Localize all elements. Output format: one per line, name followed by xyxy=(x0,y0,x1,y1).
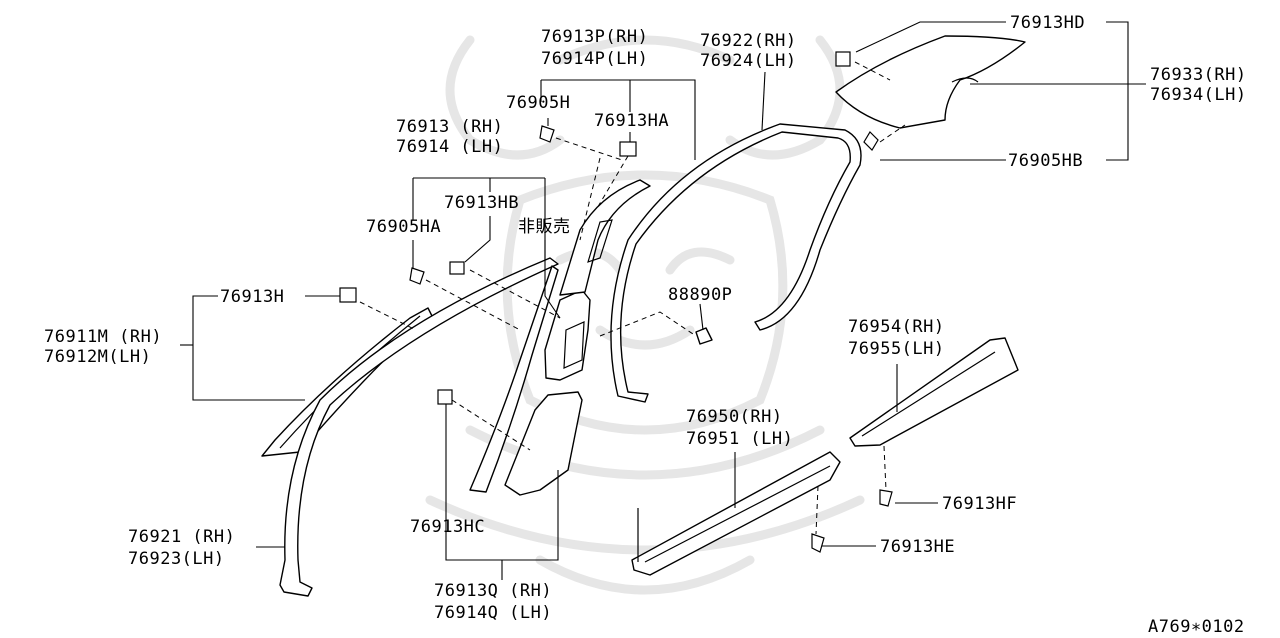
leader-lines xyxy=(180,21,1146,580)
clip-76913hc xyxy=(437,389,453,405)
label-76924: 76924(LH) xyxy=(700,51,797,71)
label-76913h: 76913H xyxy=(220,287,284,307)
label-76914p: 76914P(LH) xyxy=(541,49,648,69)
label-76950: 76950(RH) xyxy=(686,407,783,427)
label-76913he: 76913HE xyxy=(880,537,955,557)
front-kicking-plate xyxy=(631,451,841,576)
clip-76905ha xyxy=(409,267,425,285)
watermark-emblem xyxy=(425,35,865,595)
clip-76905h xyxy=(539,125,555,143)
label-76913hb: 76913HB xyxy=(444,193,519,213)
rear-side-trim xyxy=(835,35,1026,129)
label-hihanbai: 非販売 xyxy=(518,217,571,237)
clip-76913he xyxy=(811,533,825,553)
label-76922: 76922(RH) xyxy=(700,31,797,51)
clip-76905hb xyxy=(863,131,879,151)
label-76913hd: 76913HD xyxy=(1010,13,1085,33)
label-76951: 76951 (LH) xyxy=(686,429,793,449)
front-weatherstrip xyxy=(279,257,559,597)
label-76911m: 76911M (RH) xyxy=(44,327,162,347)
label-76933: 76933(RH) xyxy=(1150,65,1247,85)
label-76905hb: 76905HB xyxy=(1008,151,1083,171)
clip-76913hd xyxy=(835,51,851,67)
label-76913: 76913 (RH) xyxy=(396,117,503,137)
label-76913ha: 76913HA xyxy=(594,111,669,131)
label-76921: 76921 (RH) xyxy=(128,527,235,547)
label-76955: 76955(LH) xyxy=(848,339,945,359)
rear-kicking-plate xyxy=(849,337,1019,447)
label-76913q: 76913Q (RH) xyxy=(434,581,552,601)
clip-76913ha xyxy=(619,141,637,157)
clip-76913hf xyxy=(879,489,893,507)
label-76914q: 76914Q (LH) xyxy=(434,603,552,623)
label-76905ha: 76905HA xyxy=(366,217,441,237)
label-76905h: 76905H xyxy=(506,93,570,113)
label-76913hf: 76913HF xyxy=(942,494,1017,514)
part-labels: 76913P(RH) 76914P(LH) 76922(RH) 76924(LH… xyxy=(44,13,1247,637)
rear-door-weatherstrip xyxy=(610,123,862,403)
diagram-code: A769∗0102 xyxy=(1148,617,1245,637)
label-76913p: 76913P(RH) xyxy=(541,27,648,47)
center-pillar-lower-garnish xyxy=(469,265,583,496)
label-76914: 76914 (LH) xyxy=(396,137,503,157)
label-76913hc: 76913HC xyxy=(410,517,485,537)
assembly-lines xyxy=(359,61,906,535)
center-pillar-upper xyxy=(544,289,591,381)
clip-76913hb xyxy=(449,261,465,275)
clip-76913h xyxy=(339,287,357,303)
rear-pillar-upper-trim xyxy=(559,179,651,296)
label-76954: 76954(RH) xyxy=(848,317,945,337)
label-76934: 76934(LH) xyxy=(1150,85,1247,105)
label-88890p: 88890P xyxy=(668,285,732,305)
label-76912m: 76912M(LH) xyxy=(44,347,151,367)
pad-88890p xyxy=(695,327,713,345)
label-76923: 76923(LH) xyxy=(128,549,225,569)
